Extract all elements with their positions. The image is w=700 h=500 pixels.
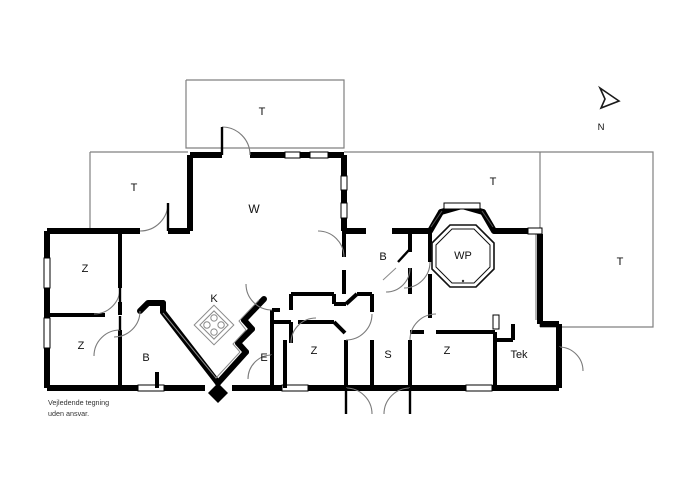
door-entrance xyxy=(247,354,273,380)
disclaimer-line-1: Vejledende tegning xyxy=(48,398,109,407)
doors xyxy=(93,126,584,415)
door-terrace-top xyxy=(221,126,251,156)
room-label-bedroom-nw: Z xyxy=(82,263,89,275)
room-label-entrance: E xyxy=(260,352,267,364)
room-label-storage: S xyxy=(384,349,391,361)
room-label-bath-lower: B xyxy=(142,352,149,364)
room-label-technical: Tek xyxy=(510,349,528,361)
cooktop-fixture xyxy=(193,304,235,346)
disclaimer: Vejledende tegning uden ansvar. xyxy=(48,398,109,418)
door-bedroom-sw xyxy=(93,329,121,357)
window-tek-top xyxy=(492,314,500,330)
room-label-terrace-left: T xyxy=(131,182,138,194)
window-bay-center xyxy=(443,202,481,210)
room-label-terrace-right-upper: T xyxy=(490,176,497,188)
room-label-bedroom-sw: Z xyxy=(78,340,85,352)
window-right-w-2 xyxy=(340,202,348,219)
room-label-living-room: W xyxy=(248,202,260,216)
corner-post xyxy=(208,383,228,403)
door-corridor-entrance xyxy=(245,283,273,311)
terrace-outline-left xyxy=(89,151,188,231)
door-technical xyxy=(558,346,584,372)
room-label-bedroom-east: Z xyxy=(444,345,451,357)
room-label-terrace-top: T xyxy=(259,106,266,118)
door-storage xyxy=(345,313,373,341)
door-bath-upper xyxy=(317,230,345,258)
room-label-terrace-right: T xyxy=(617,256,624,268)
disclaimer-line-2: uden ansvar. xyxy=(48,409,89,418)
window-bay-left xyxy=(430,210,443,228)
window-right-w-1 xyxy=(340,175,348,191)
compass-north-label: N xyxy=(598,122,605,133)
window-top-2 xyxy=(309,151,329,159)
door-bath-lower xyxy=(113,310,141,338)
door-bedroom-nw xyxy=(93,287,121,315)
terrace-outline-right xyxy=(344,151,654,328)
room-label-whirlpool: WP xyxy=(454,250,472,262)
room-label-kitchen: K xyxy=(210,293,218,305)
whirlpool-drain xyxy=(461,279,465,283)
window-left-upper xyxy=(43,257,51,289)
window-left-lower xyxy=(43,317,51,349)
door-terrace-left xyxy=(139,202,169,232)
door-bedroom-east xyxy=(409,313,437,341)
window-top-1 xyxy=(284,151,301,159)
north-arrow-icon xyxy=(598,85,621,110)
room-labels: T T W T T B WP Z K Z B E Z S Z Tek xyxy=(78,106,624,364)
room-label-bedroom-center: Z xyxy=(311,345,318,357)
room-label-bath-upper: B xyxy=(379,251,386,263)
terrace-outline-top xyxy=(185,79,345,149)
window-bay-right-side xyxy=(527,227,543,235)
window-bay-right xyxy=(481,210,494,228)
door-bath-corridor xyxy=(385,267,411,293)
door-exterior-1 xyxy=(345,387,373,415)
window-bottom-2 xyxy=(281,384,309,392)
door-exterior-2 xyxy=(383,387,411,415)
windows xyxy=(43,151,543,392)
whirlpool-fixture xyxy=(431,224,495,288)
door-whirlpool xyxy=(403,261,431,289)
compass-rose: N xyxy=(598,85,621,133)
window-bottom-3 xyxy=(465,384,493,392)
door-bedroom-center xyxy=(290,317,317,344)
window-bottom-1 xyxy=(137,384,165,392)
